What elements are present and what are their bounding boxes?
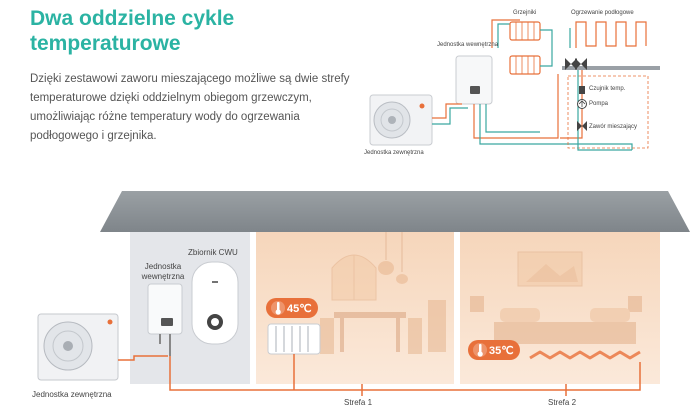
mixing-valve-icon <box>577 121 587 131</box>
schematic-valve-left <box>565 58 577 70</box>
schematic-radiators <box>509 21 553 75</box>
zone1-radiator <box>267 323 321 355</box>
zone2-furnishings <box>470 251 642 344</box>
dhw-tank <box>191 261 239 345</box>
label-zone2: Strefa 2 <box>548 398 577 407</box>
zone2-floor-heating <box>529 350 641 360</box>
schematic-indoor-unit <box>455 55 493 105</box>
label-house-indoor-unit: Jednostka wewnętrzna <box>141 262 185 281</box>
schematic-valve-right <box>575 58 587 70</box>
zone2-temp-value: 35℃ <box>489 345 514 357</box>
house-outdoor-unit <box>37 313 119 381</box>
page-title: Dwa oddzielne cykle temperaturowe <box>30 7 235 55</box>
label-house-outdoor-unit: Jednostka zewnętrzna <box>32 390 112 399</box>
zone1-temp-badge <box>266 298 318 318</box>
label-zone1: Strefa 1 <box>344 398 373 407</box>
zone2-temp-badge <box>468 340 520 360</box>
label-pump: Pompa <box>589 101 609 107</box>
schematic-outdoor-unit <box>369 94 433 146</box>
label-schematic-outdoor-unit: Jednostka zewnętrzna <box>364 150 424 156</box>
temp-sensor-icon <box>579 86 585 94</box>
label-dhw-tank: Zbiornik CWU <box>188 248 238 257</box>
zone1-furnishings <box>320 232 446 354</box>
schematic-floor-heating <box>569 21 647 48</box>
label-schematic-indoor-unit: Jednostka wewnętrzna <box>437 42 499 48</box>
zone1-temp-value: 45℃ <box>287 303 312 315</box>
roof <box>100 191 690 232</box>
house-indoor-unit <box>147 283 183 356</box>
label-floor-heating: Ogrzewanie podłogowe <box>571 10 634 16</box>
label-radiators: Grzejniki <box>513 10 537 16</box>
description-text: Dzięki zestawowi zaworu mieszającego moż… <box>30 73 350 142</box>
label-mixing-valve: Zawór mieszający <box>589 124 638 130</box>
label-temp-sensor: Czujnik temp. <box>589 86 626 92</box>
house <box>100 191 690 384</box>
hydraulic-schematic <box>369 19 660 151</box>
